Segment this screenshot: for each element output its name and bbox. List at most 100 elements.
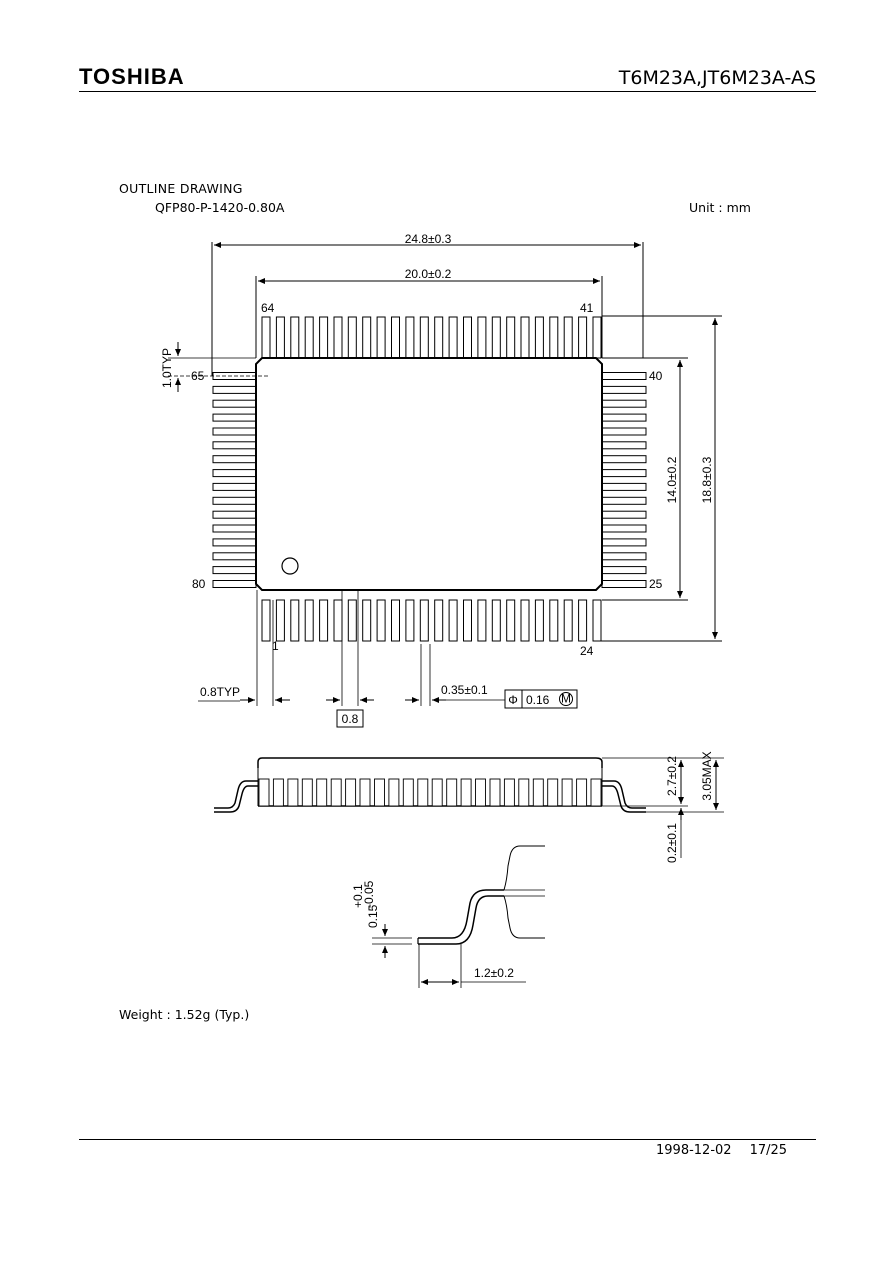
side-lead [402,778,414,807]
lead-bottom [578,599,588,642]
lead-top [534,316,544,359]
lead-bottom [434,599,444,642]
lead-bottom [261,599,271,642]
lead-bottom [534,599,544,642]
side-lead [330,778,342,807]
lead-left [212,538,257,547]
lead-right [601,469,647,478]
footer-rule [79,1139,816,1140]
dim-overall-height: 18.8±0.3 [700,456,714,503]
part-number: T6M23A,JT6M23A-AS [618,67,816,89]
lead-top [578,316,588,359]
lead-left [212,385,257,394]
lead-top [491,316,501,359]
dim-corner-typ: 1.0TYP [160,348,174,388]
left-leads [212,372,257,588]
lead-top [592,316,602,359]
lead-left [212,552,257,561]
side-lead [316,778,328,807]
lead-left [212,441,257,450]
dim-lead-thickness-minus: -0.05 [362,880,376,908]
side-lead [503,778,515,807]
top-leads [261,316,602,359]
dim-position-tol: 0.16 [526,693,550,707]
lead-top [304,316,314,359]
lead-bottom [520,599,530,642]
pin-label-80: 80 [192,577,206,591]
lead-left [212,482,257,491]
dim-standoff: 0.2±0.1 [665,823,679,863]
side-lead [258,778,270,807]
lead-right [601,482,647,491]
lead-top [434,316,444,359]
lead-bottom [333,599,343,642]
dim-body-height: 14.0±0.2 [665,456,679,503]
toshiba-logo: TOSHIBA [79,64,185,89]
side-lead [417,778,429,807]
lead-left [212,496,257,505]
lead-right [601,524,647,533]
header-rule [79,91,816,92]
lead-bottom [419,599,429,642]
lead-top [477,316,487,359]
lead-right [601,510,647,519]
lead-right [601,496,647,505]
lead-top [319,316,329,359]
dim-pitch-typ: 0.8TYP [200,685,240,699]
pin-label-25: 25 [649,577,663,591]
side-lead [561,778,573,807]
lead-right [601,385,647,394]
lead-top [391,316,400,359]
lead-right [601,580,647,588]
dim-overall-width: 24.8±0.3 [405,232,452,246]
lead-top [463,316,472,359]
dim-lead-thickness: 0.15 [366,904,380,928]
side-lead [374,778,385,807]
lead-bottom [563,599,573,642]
lead-bottom [477,599,487,642]
lead-bottom [391,599,400,642]
pin-label-65: 65 [191,369,205,383]
section-title: OUTLINE DRAWING [119,181,243,196]
pin-label-41: 41 [580,301,594,315]
side-lead [345,778,357,807]
lead-bottom [376,599,386,642]
footer-page: 17/25 [749,1143,788,1158]
pin-label-24: 24 [580,644,594,658]
lead-bottom [362,599,372,642]
side-lead [388,778,400,807]
dim-foot-length: 1.2±0.2 [474,966,514,980]
lead-top [362,316,372,359]
lead-top [448,316,458,359]
lead-right [601,441,647,450]
bottom-leads [261,599,602,642]
pin-label-40: 40 [649,369,663,383]
side-lead [460,778,472,807]
right-leads [601,372,647,588]
lead-right [601,455,647,464]
side-lead [287,778,299,807]
weight-note: Weight : 1.52g (Typ.) [119,1007,250,1022]
lead-top [261,316,271,359]
side-lead [547,778,559,807]
side-lead [532,778,544,807]
side-lead [446,778,458,807]
lead-top [549,316,559,359]
lead-top [520,316,530,359]
side-lead [489,778,501,807]
lead-top [376,316,386,359]
lead-left [212,510,257,519]
side-lead [272,778,284,807]
lead-bottom [506,599,516,642]
mmc-icon: M [561,692,571,706]
side-view [214,757,646,813]
lead-bottom [304,599,314,642]
lead-top [333,316,343,359]
lead-right [601,538,647,547]
lead-right [601,552,647,561]
unit-label: Unit : mm [689,200,751,215]
lead-top [419,316,429,359]
lead-left [212,455,257,464]
lead-left [212,469,257,478]
